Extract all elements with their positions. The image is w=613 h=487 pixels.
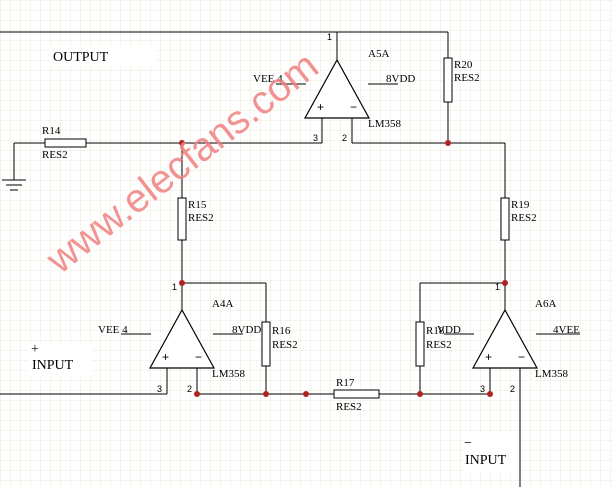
resistor-r20: [443, 57, 453, 103]
opamp-a4-symbol: [148, 308, 216, 369]
opamp-a4-ref: A4A: [212, 298, 233, 310]
opamp-a5-part: LM358: [368, 118, 402, 130]
input-plus-label: INPUT: [32, 358, 74, 373]
resistor-r17-type: RES2: [336, 401, 362, 413]
junction-dot: [194, 391, 200, 397]
resistor-r15-ref: R15: [188, 199, 207, 211]
input-plus-sign: +: [31, 342, 39, 357]
output-label: OUTPUT: [53, 50, 109, 65]
input-minus-label: INPUT: [465, 453, 507, 468]
opamp-a6-symbol: [471, 308, 539, 369]
junction-dot: [263, 391, 269, 397]
opamp-a6-ref: A6A: [535, 298, 556, 310]
opamp-a6-vdd: VDD: [437, 324, 461, 336]
resistor-r14-type: RES2: [42, 149, 68, 161]
opamp-a4-plus-sign: +: [162, 350, 169, 364]
opamp-a6-minus-sign: −: [518, 350, 525, 364]
resistor-r19: [500, 197, 510, 241]
opamp-a5-pin-in2: 2: [342, 133, 347, 143]
opamp-a4-minus-sign: −: [195, 350, 202, 364]
opamp-a6-vee: 4VEE: [553, 324, 580, 336]
junction-dot: [303, 391, 309, 397]
junction-dot: [179, 280, 185, 286]
opamp-a6-plus-sign: +: [485, 350, 492, 364]
resistor-r16-ref: R16: [272, 325, 291, 337]
junction-dot: [487, 391, 493, 397]
opamp-a5-pin-out: 1: [327, 32, 332, 42]
input-plus-label-box: [28, 343, 92, 377]
resistor-r18-ref: R18: [426, 325, 445, 337]
opamp-a6-pin-in1: 3: [480, 384, 485, 394]
resistor-r20-type: RES2: [454, 72, 480, 84]
resistor-r17: [333, 389, 380, 399]
input-minus-sign: −: [464, 436, 472, 451]
opamp-a6-part: LM358: [535, 368, 569, 380]
opamp-a4-vee: VEE 4: [98, 324, 128, 336]
opamp-a5-pin-in1: 3: [313, 133, 318, 143]
resistor-r14: [44, 138, 87, 148]
junction-dot: [179, 140, 185, 146]
resistor-r20-ref: R20: [454, 59, 473, 71]
opamp-a6-pin-in2: 2: [510, 384, 515, 394]
junction-dot: [417, 391, 423, 397]
junctions: [179, 140, 508, 397]
output-label-box: [50, 46, 156, 66]
opamp-a5-vdd: 8VDD: [386, 73, 415, 85]
resistor-r14-ref: R14: [42, 125, 61, 137]
opamp-a6-pin-out: 1: [495, 282, 500, 292]
input-minus-label-box: [462, 432, 520, 472]
opamp-a4-pin-in2: 2: [187, 384, 192, 394]
opamp-a5-plus-sign: +: [317, 100, 324, 114]
resistor-r15: [177, 197, 187, 241]
opamp-a4-pin-out: 1: [172, 282, 177, 292]
resistor-r19-type: RES2: [511, 212, 537, 224]
opamp-a5-ref: A5A: [368, 48, 389, 60]
resistor-r16-type: RES2: [272, 339, 298, 351]
wires: [0, 31, 580, 487]
resistor-r17-ref: R17: [336, 377, 355, 389]
opamp-a4-part: LM358: [212, 368, 246, 380]
resistor-r19-ref: R19: [511, 199, 530, 211]
ground-icon: [2, 179, 26, 191]
resistor-r18: [415, 321, 425, 367]
opamp-a4-pin-in1: 3: [157, 384, 162, 394]
resistor-r18-type: RES2: [426, 339, 452, 351]
opamp-a4-vdd: 8VDD: [232, 324, 261, 336]
resistor-r16: [261, 321, 271, 367]
opamp-a5-minus-sign: −: [350, 100, 357, 114]
junction-dot: [445, 140, 451, 146]
resistor-r15-type: RES2: [188, 212, 214, 224]
opamp-a5-symbol: [303, 58, 371, 119]
junction-dot: [502, 280, 508, 286]
opamp-a5-vee: VEE 4: [253, 73, 283, 85]
